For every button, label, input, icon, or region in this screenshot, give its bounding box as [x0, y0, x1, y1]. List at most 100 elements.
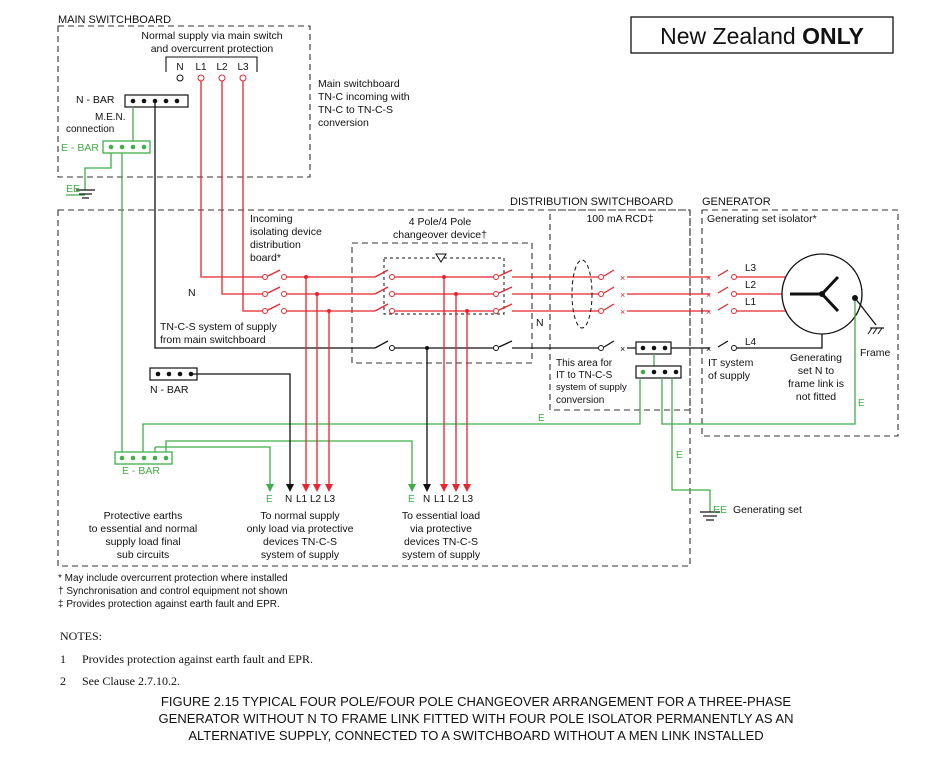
- normal-l3: L3: [324, 494, 336, 505]
- frame-label: Frame: [860, 347, 890, 359]
- it-label-2: of supply: [708, 370, 751, 382]
- main-note-4: conversion: [318, 117, 369, 129]
- gen-ee-label: EE: [713, 504, 727, 516]
- tncs-label-2: from main switchboard: [160, 334, 266, 346]
- footnote-3: ‡ Provides protection against earth faul…: [58, 599, 280, 610]
- incoming-label-4: board*: [250, 252, 281, 264]
- phase-l2-feed: [221, 81, 262, 295]
- changeover-n-label: N: [536, 317, 544, 329]
- svg-text:×: ×: [706, 290, 711, 300]
- main-n-bar-label: N - BAR: [76, 94, 115, 106]
- main-ee-label: EE: [66, 183, 80, 195]
- generator-isolator: × × × ×: [706, 269, 737, 354]
- main-note-2: TN-C incoming with: [318, 91, 410, 103]
- main-switchboard-box: [57, 25, 311, 178]
- caption-line-1: FIGURE 2.15 TYPICAL FOUR POLE/FOUR POLE …: [161, 694, 791, 709]
- svg-text:×: ×: [620, 307, 625, 317]
- pe-label-1: Protective earths: [104, 510, 183, 522]
- main-supply-bracket: [165, 56, 258, 72]
- svg-text:×: ×: [706, 273, 711, 283]
- dist-n-bar-label: N - BAR: [150, 384, 189, 396]
- footnote-2: † Synchronisation and control equipment …: [58, 586, 288, 597]
- phase-l1-feed: [200, 81, 262, 278]
- main-terminal-l3: L3: [237, 62, 249, 73]
- ess-l1: L1: [434, 494, 446, 505]
- main-note-3: TN-C to TN-C-S: [318, 104, 393, 116]
- changeover-label-2: changeover device†: [393, 229, 487, 241]
- note-1-text: Provides protection against earth fault …: [82, 652, 313, 666]
- conversion-e-bar: [635, 365, 682, 379]
- ess-label-1: To essential load: [402, 510, 480, 522]
- area-label-4: conversion: [556, 395, 604, 406]
- main-switchboard-title: MAIN SWITCHBOARD: [58, 14, 171, 26]
- gen-line-l1: L1: [745, 297, 757, 308]
- gen-line-l4: L4: [745, 337, 757, 348]
- area-label-1: This area for: [556, 358, 613, 369]
- normal-n: N: [285, 494, 292, 505]
- rcd-device: × × × ×: [571, 259, 625, 354]
- gen-note-3: frame link is: [788, 378, 844, 390]
- normal-label-2: only load via protective: [247, 523, 354, 535]
- area-label-3: system of supply: [556, 382, 627, 393]
- distribution-switchboard-box: [57, 209, 691, 567]
- gen-line-l3: L3: [745, 263, 757, 274]
- caption-line-3: ALTERNATIVE SUPPLY, CONNECTED TO A SWITC…: [188, 728, 763, 743]
- normal-l2: L2: [310, 494, 322, 505]
- svg-text:×: ×: [620, 273, 625, 283]
- normal-label-1: To normal supply: [260, 510, 340, 522]
- rcd-label: 100 mA RCD‡: [586, 213, 653, 225]
- generator-isolator-label: Generating set isolator*: [707, 213, 817, 225]
- footnote-1: * May include overcurrent protection whe…: [58, 573, 288, 584]
- incoming-label-3: distribution: [250, 239, 301, 251]
- svg-text:×: ×: [620, 344, 625, 354]
- note-2-text: See Clause 2.7.10.2.: [82, 674, 180, 688]
- main-e-bar-label: E - BAR: [61, 142, 99, 154]
- svg-text:×: ×: [706, 307, 711, 317]
- generator-title: GENERATOR: [702, 196, 771, 208]
- gen-note-2: set N to: [798, 365, 834, 377]
- phase-l3-feed: [242, 81, 262, 312]
- note-2-num: 2: [60, 674, 66, 688]
- it-label-1: IT system: [708, 357, 754, 369]
- incoming-label-1: Incoming: [250, 213, 293, 225]
- main-terminal-l2: L2: [216, 62, 228, 73]
- incoming-n-label: N: [188, 287, 196, 299]
- nz-only-text: New Zealand ONLY: [660, 23, 864, 49]
- main-e-bar: [102, 140, 151, 154]
- gen-line-l2: L2: [745, 280, 757, 291]
- normal-l1: L1: [296, 494, 308, 505]
- nz-only-badge: [630, 16, 894, 54]
- rcd-area-box: [549, 209, 691, 411]
- tncs-label-1: TN-C-S system of supply: [160, 321, 277, 333]
- svg-text:×: ×: [706, 344, 711, 354]
- ess-e: E: [408, 494, 415, 505]
- gen-note-1: Generating: [790, 352, 842, 364]
- normal-supply-label-2: and overcurrent protection: [151, 43, 274, 55]
- ess-label-4: system of supply: [402, 549, 481, 561]
- gen-note-4: not fitted: [796, 391, 836, 403]
- caption-line-2: GENERATOR WITHOUT N TO FRAME LINK FITTED…: [159, 711, 794, 726]
- normal-label-3: devices TN-C-S: [263, 536, 337, 548]
- neutral-feed: [154, 101, 375, 349]
- note-1-num: 1: [60, 652, 66, 666]
- men-label-2: connection: [66, 124, 114, 135]
- normal-label-4: system of supply: [261, 549, 340, 561]
- svg-text:×: ×: [620, 290, 625, 300]
- ess-l3: L3: [462, 494, 474, 505]
- incoming-isolator: [262, 269, 287, 314]
- notes-heading: NOTES:: [60, 629, 102, 643]
- main-terminal-l1: L1: [195, 62, 207, 73]
- dist-e-bar-label: E - BAR: [122, 465, 160, 477]
- gen-set-e-label: E: [676, 450, 683, 461]
- main-note-1: Main switchboard: [318, 78, 400, 90]
- men-label-1: M.E.N.: [95, 112, 126, 123]
- changeover-label-1: 4 Pole/4 Pole: [409, 216, 472, 228]
- ess-n: N: [423, 494, 430, 505]
- main-terminal-n: N: [176, 62, 183, 73]
- gen-set-label: Generating set: [733, 504, 802, 516]
- pe-label-2: to essential and normal: [89, 523, 198, 535]
- changeover-contacts: [374, 269, 513, 351]
- incoming-label-2: isolating device: [250, 226, 322, 238]
- pe-label-4: sub circuits: [117, 549, 170, 561]
